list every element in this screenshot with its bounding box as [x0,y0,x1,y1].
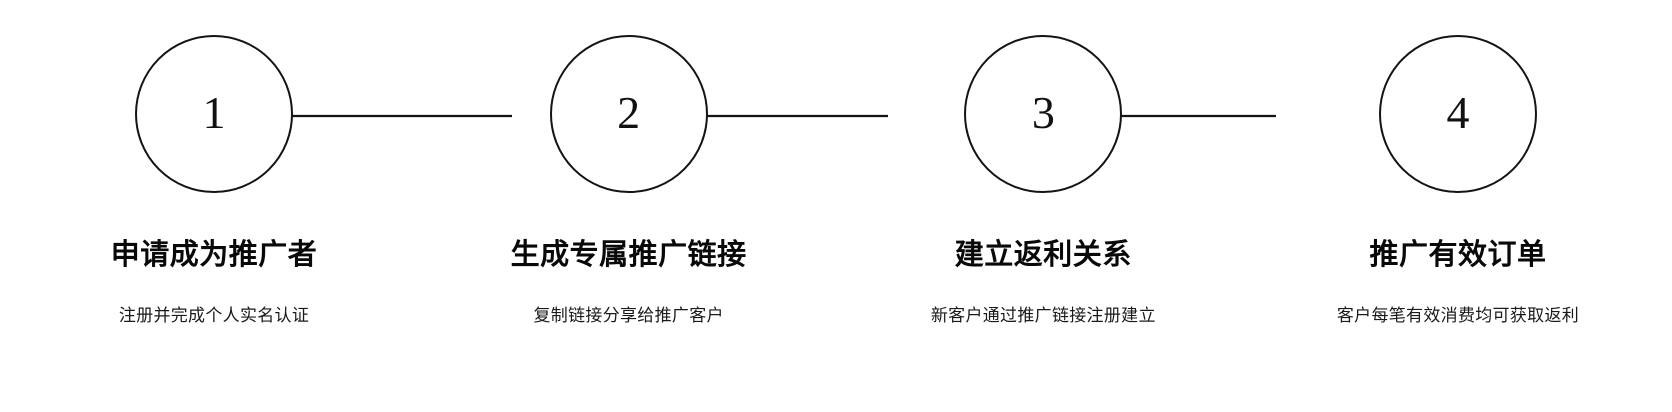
step-3-description: 新客户通过推广链接注册建立 [930,305,1156,325]
step-3-title: 建立返利关系 [954,239,1132,271]
step-1-title: 申请成为推广者 [110,239,318,271]
step-3-circle[interactable]: 3 [964,35,1123,193]
step-1[interactable]: 1 申请成为推广者 注册并完成个人实名认证 [20,0,408,412]
step-4[interactable]: 4 推广有效订单 客户每笔有效消费均可获取返利 [1264,0,1652,412]
step-4-number: 4 [1446,87,1470,138]
step-2-number: 2 [617,87,641,138]
step-4-description: 客户每笔有效消费均可获取返利 [1336,305,1580,325]
step-2-circle[interactable]: 2 [549,35,708,193]
step-2-title: 生成专属推广链接 [510,239,747,271]
step-4-circle[interactable]: 4 [1378,35,1537,193]
step-3[interactable]: 3 建立返利关系 新客户通过推广链接注册建立 [849,0,1237,412]
step-2[interactable]: 2 生成专属推广链接 复制链接分享给推广客户 [435,0,823,412]
step-1-number: 1 [202,87,226,138]
step-4-title: 推广有效订单 [1369,239,1547,271]
step-3-number: 3 [1031,87,1055,138]
step-1-description: 注册并完成个人实名认证 [118,305,310,325]
step-1-circle[interactable]: 1 [135,35,293,193]
step-2-description: 复制链接分享给推广客户 [533,305,724,325]
